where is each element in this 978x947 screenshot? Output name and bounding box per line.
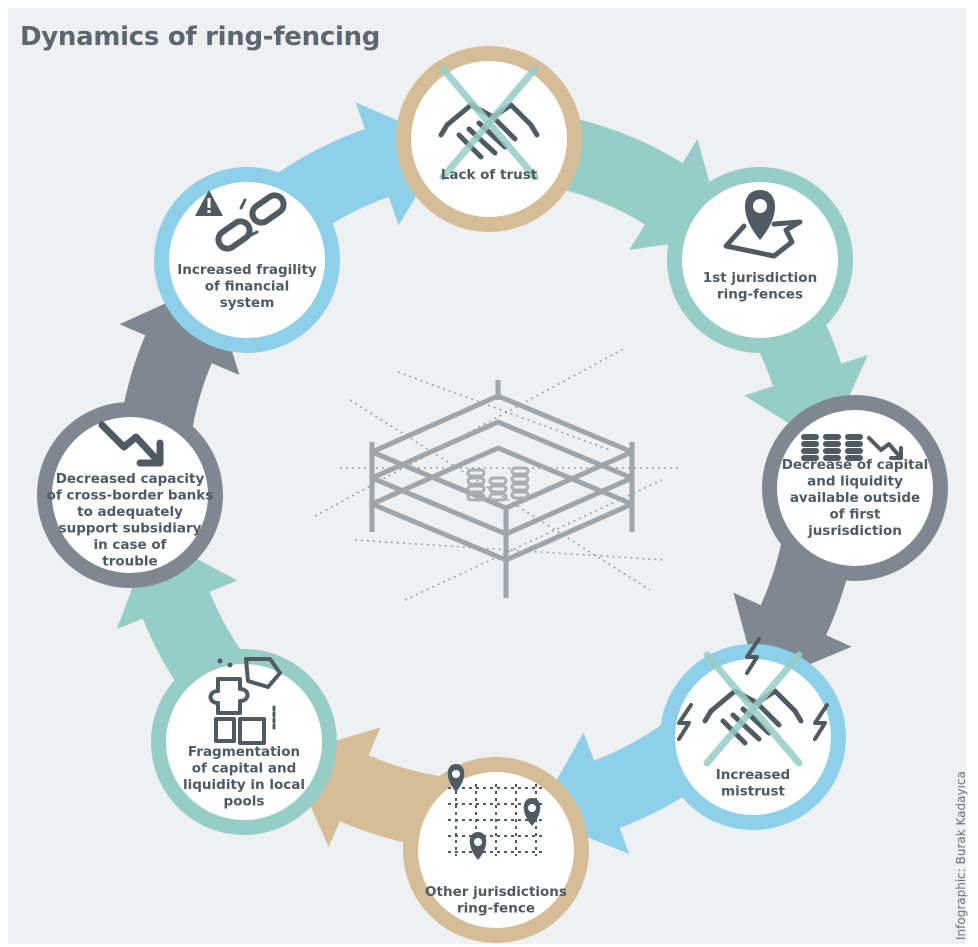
node-label-line: Decreased capacity bbox=[56, 471, 205, 487]
infographic-credit: Infographic: Burak Kadayıca bbox=[954, 771, 968, 940]
broken-chain-warning-icon bbox=[195, 190, 287, 252]
trend-down-icon bbox=[98, 421, 164, 467]
node-label-line: ring-fence bbox=[457, 901, 535, 917]
node-label-line: of capital and bbox=[192, 761, 297, 777]
node-label-line: trouble bbox=[102, 554, 157, 570]
node-label-line: Increased fragility bbox=[177, 262, 317, 278]
node-label-line: system bbox=[220, 295, 275, 311]
node-label-line: of first bbox=[829, 506, 881, 522]
node-label-line: Increased bbox=[716, 767, 790, 783]
node-label-line: of financial bbox=[205, 279, 290, 295]
node-disc bbox=[52, 417, 208, 573]
node-label-line: in case of bbox=[93, 537, 166, 553]
node-label-line: ring-fences bbox=[717, 287, 803, 303]
node-label-line: to adequately bbox=[77, 504, 183, 520]
node-label-line: Fragmentation bbox=[188, 744, 300, 760]
page-title: Dynamics of ring-fencing bbox=[20, 22, 381, 52]
node-label-line: 1st jurisdiction bbox=[703, 270, 817, 286]
node-label-line: jusrisdiction bbox=[807, 523, 902, 539]
handshake-crossed-icon bbox=[438, 65, 540, 181]
boxing-ring-illustration bbox=[314, 347, 678, 601]
node-lack-of-trust: Lack of trust bbox=[396, 46, 582, 232]
grid-pins-icon bbox=[447, 764, 544, 860]
node-label-line: Lack of trust bbox=[441, 167, 538, 183]
node-disc bbox=[411, 61, 567, 217]
node-label-line: liquidity in local bbox=[183, 777, 305, 793]
handshake-lightning-icon bbox=[677, 637, 829, 767]
node-label-line: pools bbox=[224, 794, 265, 810]
node-label-line: mistrust bbox=[721, 784, 785, 800]
node-label-line: Decrease of capital bbox=[782, 457, 929, 473]
map-pin-icon bbox=[723, 190, 803, 259]
node-label-line: available outside bbox=[790, 490, 920, 506]
node-label-line: support subsidiary bbox=[59, 521, 202, 537]
node-label-line: of cross-border banks bbox=[47, 488, 214, 504]
node-disc bbox=[169, 182, 325, 338]
coins-down-icon bbox=[801, 434, 903, 461]
node-disc bbox=[675, 659, 831, 815]
node-label-line: and liquidity bbox=[807, 473, 903, 489]
puzzle-icon bbox=[208, 657, 282, 745]
node-label-line: Other jurisdictions bbox=[425, 884, 567, 900]
cycle-arrow-1 bbox=[536, 112, 725, 250]
